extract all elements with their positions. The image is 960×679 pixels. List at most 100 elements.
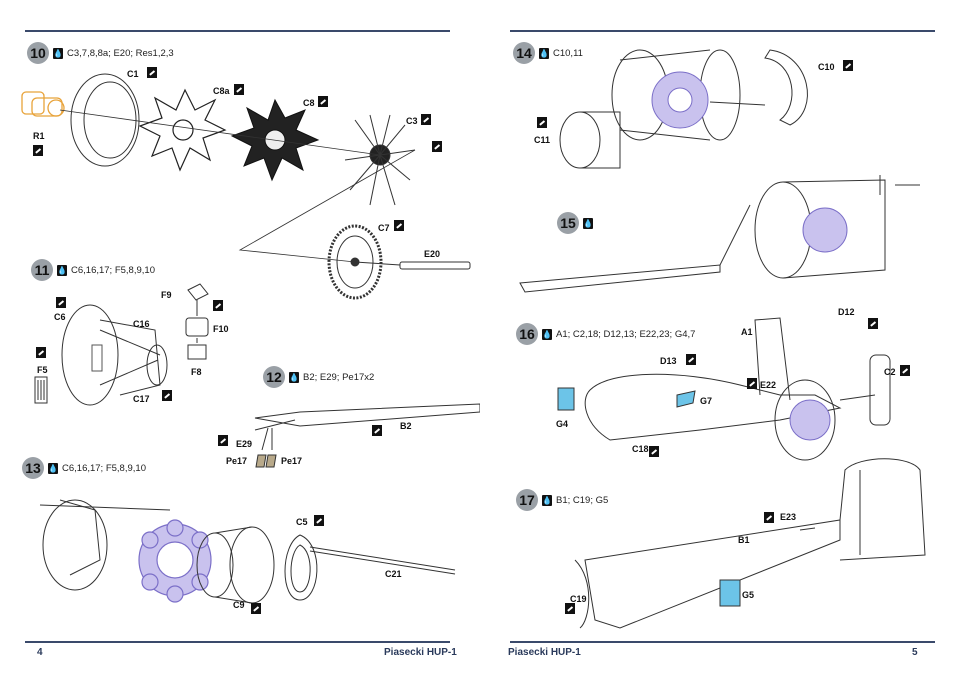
part-source-icon bbox=[36, 347, 46, 358]
label-f5: F5 bbox=[37, 365, 48, 375]
part-source-icon bbox=[843, 60, 853, 71]
label-c21: C21 bbox=[385, 569, 402, 579]
label-c2: C2 bbox=[884, 367, 896, 377]
right-drawings bbox=[519, 49, 926, 629]
label-f8: F8 bbox=[191, 367, 202, 377]
label-e23: E23 bbox=[780, 512, 797, 522]
cowl-c10 bbox=[764, 49, 808, 126]
label-c7: C7 bbox=[378, 223, 390, 233]
part-source-icon bbox=[764, 512, 774, 523]
label-pe17a: Pe17 bbox=[226, 456, 248, 466]
filter-f5 bbox=[34, 376, 48, 404]
part-source-icon bbox=[747, 378, 757, 389]
label-c5: C5 bbox=[296, 517, 308, 527]
engine-cylinders-13 bbox=[138, 519, 212, 603]
step-12-header: 12 💧 B2; E29; Pe17x2 bbox=[263, 366, 374, 388]
glue-icon: 💧 bbox=[542, 494, 552, 506]
blade-b2 bbox=[254, 403, 480, 468]
right-page: 14 💧 C10,11 15 💧 16 💧 A1; C2,18; D12,13;… bbox=[480, 0, 960, 679]
part-source-icon bbox=[213, 300, 223, 311]
window-g7 bbox=[676, 390, 696, 408]
glue-icon: 💧 bbox=[57, 264, 67, 276]
label-c10: C10 bbox=[818, 62, 835, 72]
label-r1: R1 bbox=[33, 131, 45, 141]
label-e22: E22 bbox=[760, 380, 777, 390]
page-title: Piasecki HUP-1 bbox=[508, 647, 581, 658]
glue-icon: 💧 bbox=[539, 47, 549, 59]
window-g4 bbox=[557, 387, 575, 411]
step-16-header: 16 💧 A1; C2,18; D12,13; E22,23; G4,7 bbox=[516, 323, 695, 345]
step-number: 14 bbox=[513, 42, 535, 64]
ring-c5 bbox=[284, 534, 318, 601]
step-17-header: 17 💧 B1; C19; G5 bbox=[516, 489, 608, 511]
top-rule bbox=[510, 30, 935, 32]
step-number: 11 bbox=[31, 259, 53, 281]
shaft-e20 bbox=[354, 261, 471, 270]
blade-15 bbox=[519, 204, 751, 293]
part-source-icon bbox=[56, 297, 66, 308]
tail-17 bbox=[574, 458, 926, 629]
label-c1: C1 bbox=[127, 69, 139, 79]
part-source-icon bbox=[421, 114, 431, 125]
glue-icon: 💧 bbox=[48, 462, 58, 474]
part-source-icon bbox=[314, 515, 324, 526]
step-number: 13 bbox=[22, 457, 44, 479]
page-title: Piasecki HUP-1 bbox=[384, 647, 457, 658]
part-source-icon bbox=[394, 220, 404, 231]
step-parts: C10,11 bbox=[553, 47, 583, 59]
label-e20: E20 bbox=[424, 249, 441, 259]
label-c6: C6 bbox=[54, 312, 66, 322]
label-f10: F10 bbox=[213, 324, 229, 334]
label-g7: G7 bbox=[700, 396, 713, 406]
label-c18: C18 bbox=[632, 444, 649, 454]
engine-14 bbox=[651, 71, 709, 129]
left-drawings bbox=[21, 73, 480, 604]
part-source-icon bbox=[162, 390, 172, 401]
left-page: 10 💧 C3,7,8,8a; E20; Res1,2,3 11 💧 C6,16… bbox=[0, 0, 480, 679]
window-g5 bbox=[719, 579, 741, 607]
part-source-icon bbox=[686, 354, 696, 365]
step-13-header: 13 💧 C6,16,17; F5,8,9,10 bbox=[22, 457, 146, 479]
step-parts: C6,16,17; F5,8,9,10 bbox=[62, 462, 146, 474]
page-number: 5 bbox=[912, 647, 918, 658]
label-c17: C17 bbox=[133, 394, 150, 404]
step-number: 16 bbox=[516, 323, 538, 345]
step-11-header: 11 💧 C6,16,17; F5,8,9,10 bbox=[31, 259, 155, 281]
part-source-icon bbox=[147, 67, 157, 78]
shaft-c21 bbox=[309, 546, 456, 575]
fuselage-16 bbox=[584, 317, 891, 461]
part-source-icon bbox=[372, 425, 382, 436]
step-number: 15 bbox=[557, 212, 579, 234]
resin-part-r1 bbox=[21, 91, 65, 117]
label-pe17b: Pe17 bbox=[281, 456, 303, 466]
top-rule bbox=[25, 30, 450, 32]
pushrods-c3 bbox=[344, 114, 416, 206]
glue-icon: 💧 bbox=[289, 371, 299, 383]
engine-16 bbox=[789, 399, 831, 441]
step-15-header: 15 💧 bbox=[557, 212, 593, 234]
part-source-icon bbox=[537, 117, 547, 128]
label-d13: D13 bbox=[660, 356, 677, 366]
bottom-rule bbox=[25, 641, 450, 643]
step-number: 17 bbox=[516, 489, 538, 511]
firewall-c6 bbox=[61, 304, 168, 406]
glue-icon: 💧 bbox=[542, 328, 552, 340]
step-parts: A1; C2,18; D12,13; E22,23; G4,7 bbox=[556, 328, 696, 340]
cowl-c11 bbox=[559, 111, 621, 169]
glue-icon: 💧 bbox=[583, 217, 593, 229]
label-b2: B2 bbox=[400, 421, 412, 431]
step-parts: B1; C19; G5 bbox=[556, 494, 609, 506]
ring-c1 bbox=[70, 73, 140, 167]
cylinders-c8a bbox=[138, 88, 227, 172]
label-c19: C19 bbox=[570, 594, 587, 604]
page-number: 4 bbox=[37, 647, 43, 658]
step-parts: C6,16,17; F5,8,9,10 bbox=[71, 264, 155, 276]
part-source-icon bbox=[234, 84, 244, 95]
label-f9: F9 bbox=[161, 290, 172, 300]
part-source-icon bbox=[33, 145, 43, 156]
label-c3: C3 bbox=[406, 116, 418, 126]
label-c8: C8 bbox=[303, 98, 315, 108]
bottom-rule bbox=[510, 641, 935, 643]
label-c11: C11 bbox=[534, 135, 551, 145]
step-parts: B2; E29; Pe17x2 bbox=[303, 371, 375, 383]
